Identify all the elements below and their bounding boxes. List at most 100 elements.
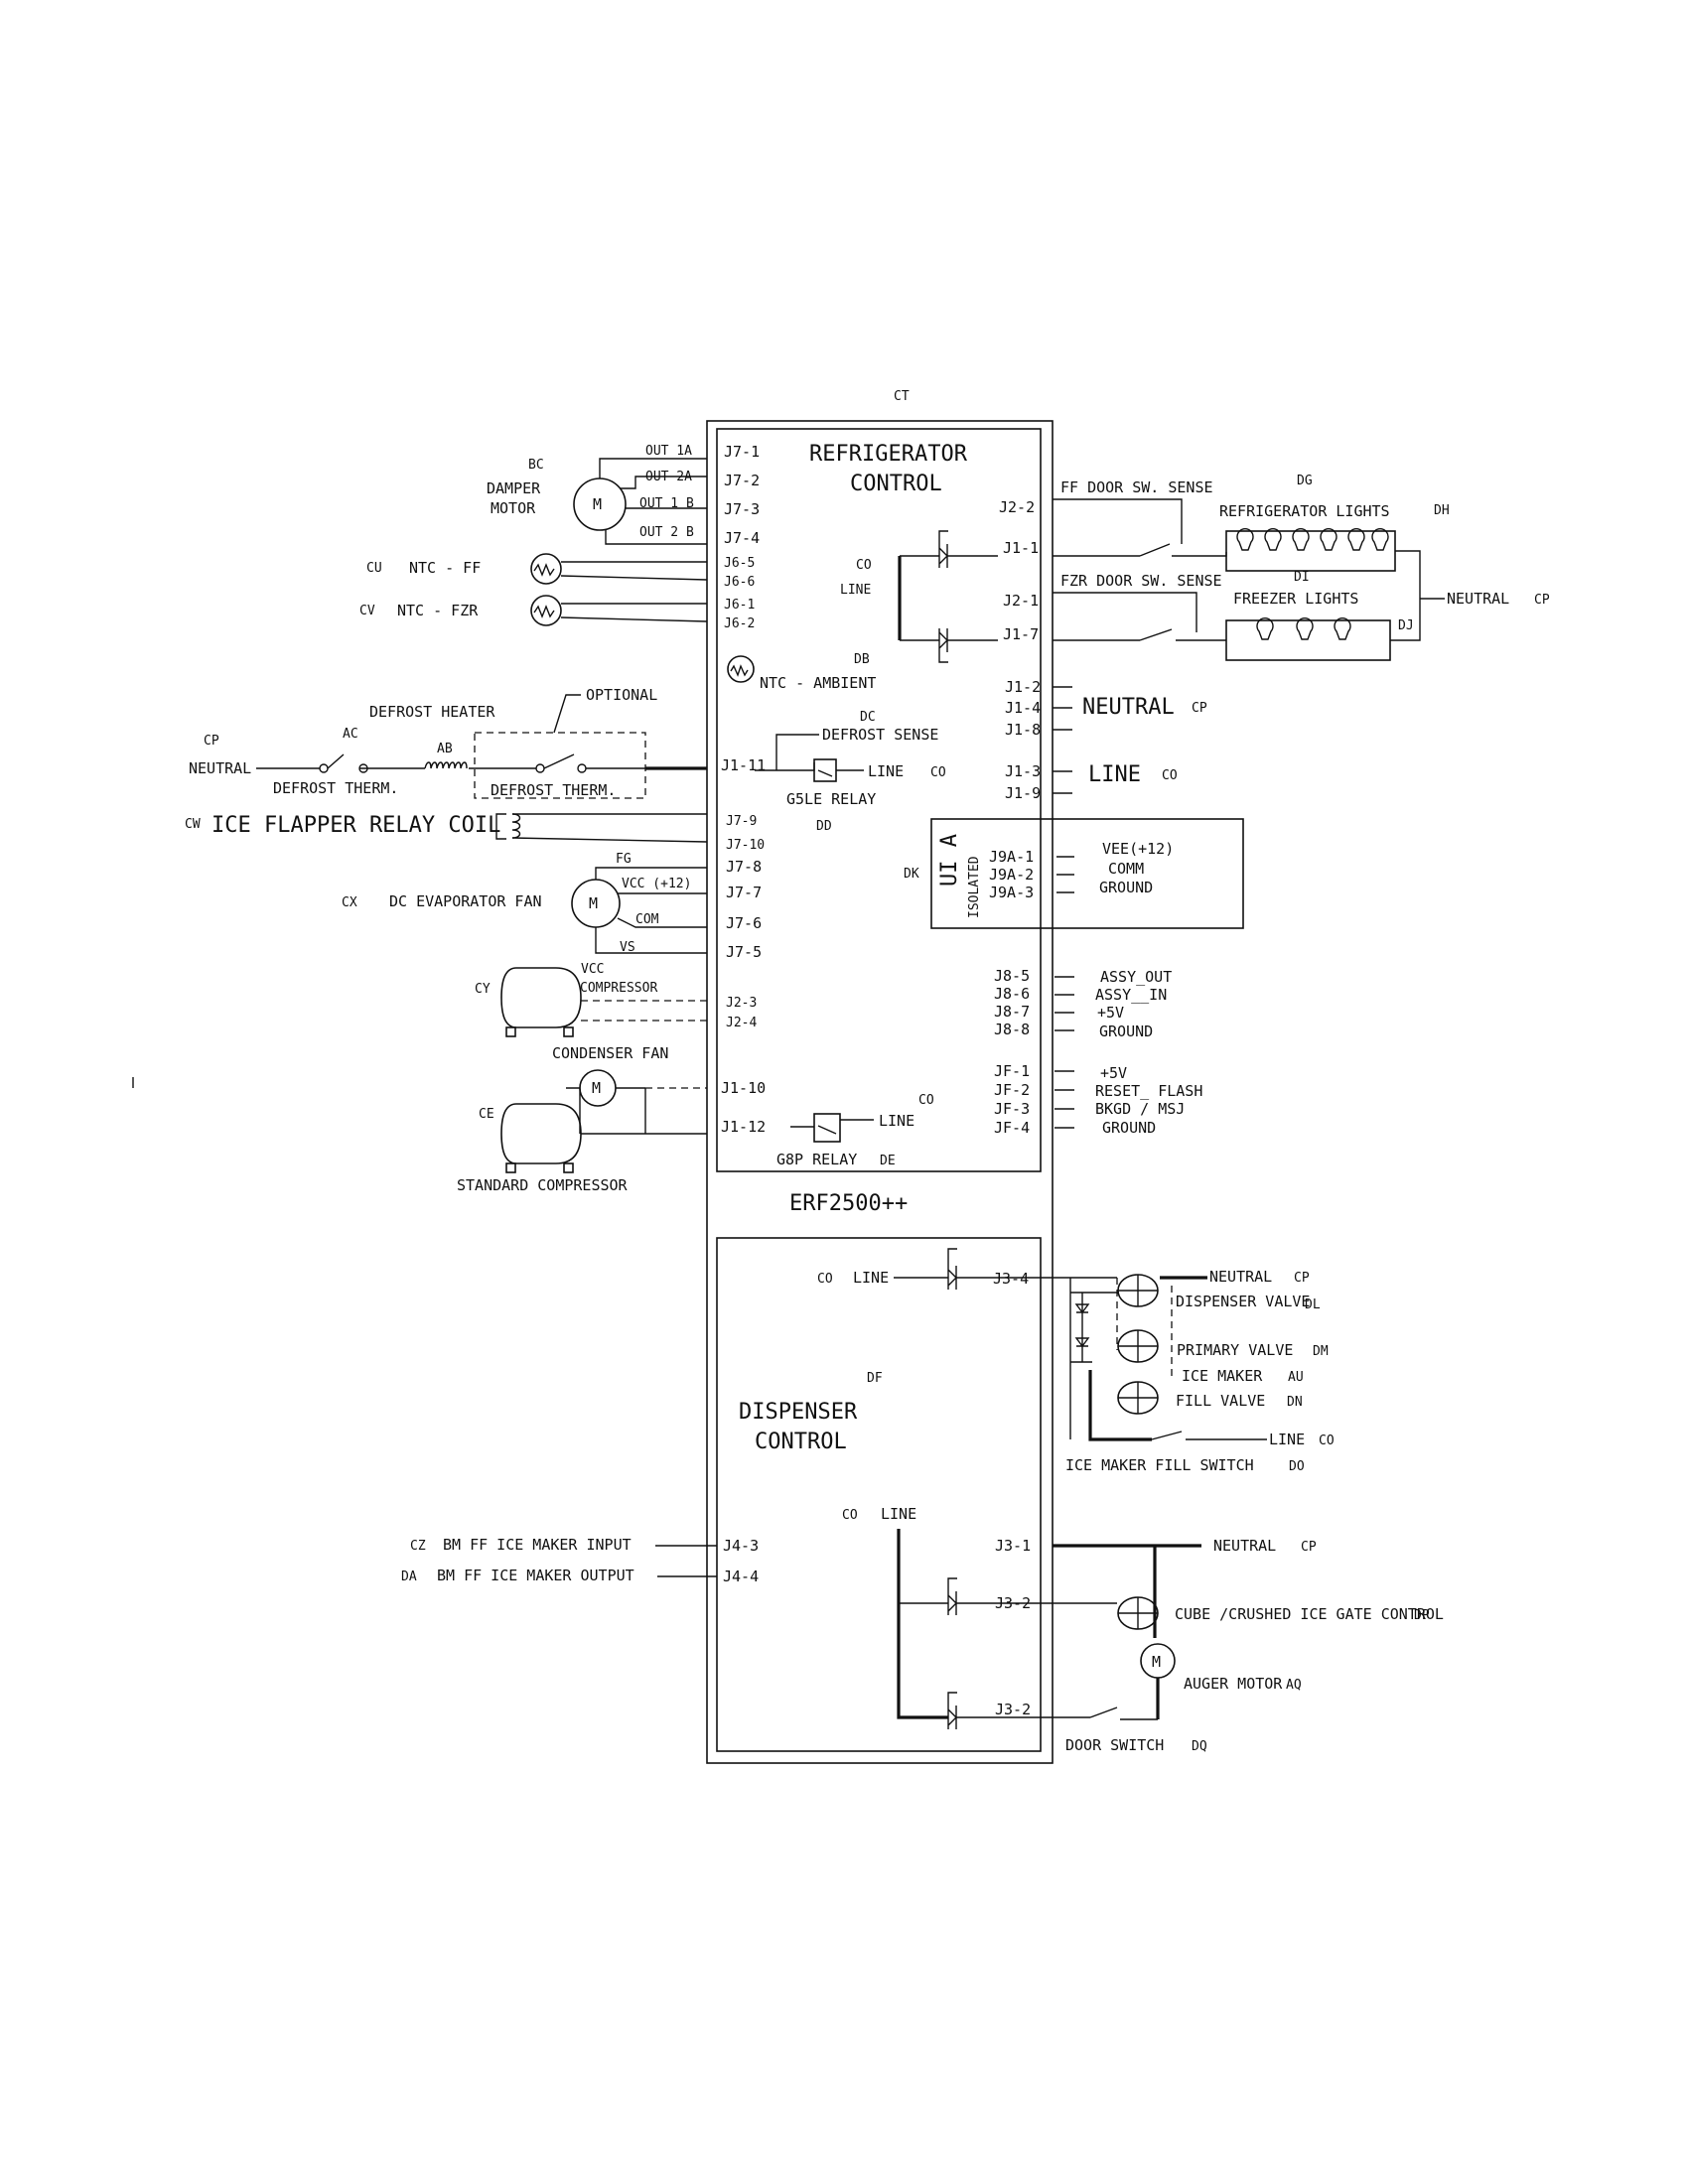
defrost-sense-label: DEFROST SENSE <box>822 726 938 744</box>
damper-wires <box>599 458 707 545</box>
pin-j3-4: J3-4 <box>993 1270 1029 1288</box>
cube-crushed-gate-icon <box>1117 1596 1159 1630</box>
bkgd-msj-label: BKGD / MSJ <box>1095 1100 1185 1118</box>
ref-dq: DQ <box>1192 1739 1207 1754</box>
ice-maker-fill-switch-label: ICE MAKER FILL SWITCH <box>1065 1456 1254 1474</box>
pin-j4-3: J4-3 <box>723 1537 759 1555</box>
ref-co-line: CO <box>856 558 872 573</box>
vs-label: VS <box>620 940 635 955</box>
ref-dl: DL <box>1305 1297 1321 1312</box>
fzr-door-sense-wire <box>1053 592 1197 632</box>
condenser-fan-m: M <box>592 1079 601 1097</box>
ref-ab: AB <box>437 742 453 756</box>
bm-output-label: BM FF ICE MAKER OUTPUT <box>437 1567 634 1584</box>
pin-jf-4: JF-4 <box>994 1119 1030 1137</box>
condenser-fan-wires <box>566 1087 646 1134</box>
standard-compressor-foot-1 <box>505 1162 516 1173</box>
door-switch-icon <box>1053 1706 1158 1720</box>
pin-j8-8: J8-8 <box>994 1021 1030 1038</box>
damper-motor-label-1: DAMPER <box>487 479 541 497</box>
valve-dotted-bus <box>1116 1278 1173 1380</box>
ref-cp-lights: CP <box>1534 593 1550 608</box>
fill-valve-icon <box>1117 1381 1159 1415</box>
pin-j7-2: J7-2 <box>724 472 760 489</box>
g8p-relay-label: G8P RELAY <box>776 1151 857 1168</box>
fill-valve-label: FILL VALVE <box>1176 1392 1265 1410</box>
neutral-defrost-label: NEUTRAL <box>189 759 251 777</box>
ref-dc: DC <box>860 710 876 725</box>
pin-j7-7: J7-7 <box>726 884 762 901</box>
pin-j1-1: J1-1 <box>1003 539 1039 557</box>
refrigerator-control-title-2: CONTROL <box>850 472 942 496</box>
defrost-heater-label: DEFROST HEATER <box>369 703 495 721</box>
pin-jf-1: JF-1 <box>994 1062 1030 1080</box>
ref-df: DF <box>867 1371 883 1386</box>
vcc-compressor-foot-1 <box>505 1026 516 1037</box>
neutral-j3-label: NEUTRAL <box>1213 1537 1276 1555</box>
ntc-fzr-thermistor-icon <box>530 595 562 626</box>
ref-cp-defrost: CP <box>204 734 219 749</box>
ref-cv: CV <box>359 604 375 618</box>
neutral-big-label: NEUTRAL <box>1082 695 1175 720</box>
assy-in-label: ASSY__IN <box>1095 986 1167 1004</box>
defrost-therm-contact-1 <box>319 763 329 773</box>
pin-j3-1: J3-1 <box>995 1537 1031 1555</box>
primary-valve-icon <box>1117 1329 1159 1363</box>
pin-j1-4: J1-4 <box>1005 699 1041 717</box>
ref-cy: CY <box>475 982 491 997</box>
defrost-therm-contact-3 <box>535 763 545 773</box>
defrost-heater-coil-icon <box>424 761 468 769</box>
ice-flapper-coil-icon <box>511 813 521 839</box>
vee12-label: VEE(+12) <box>1102 840 1174 858</box>
pin-j8-5: J8-5 <box>994 967 1030 985</box>
ref-dk: DK <box>904 867 919 882</box>
ff-door-sense-wire <box>1053 498 1183 544</box>
ref-cz: CZ <box>410 1539 426 1554</box>
vcc-compressor-wires <box>581 1000 707 1022</box>
pin-j6-6: J6-6 <box>724 575 755 590</box>
line-label-g8p: LINE <box>879 1112 914 1130</box>
reset-flash-label: RESET_ FLASH <box>1095 1082 1202 1100</box>
refrigerator-control-board <box>716 428 1042 1172</box>
ref-bc: BC <box>528 458 544 473</box>
pin-j8-6: J8-6 <box>994 985 1030 1003</box>
ground-label-ui: GROUND <box>1099 879 1153 896</box>
primary-valve-label: PRIMARY VALVE <box>1177 1341 1293 1359</box>
freezer-lights-box <box>1225 619 1391 661</box>
ref-co-linebig: CO <box>1162 768 1178 783</box>
dc-evap-fan-m: M <box>589 894 598 912</box>
ref-dp: DP <box>1414 1608 1430 1623</box>
refrigerator-lights-box <box>1225 530 1396 572</box>
ntc-ff-wires <box>560 561 708 581</box>
ui-a-pin-stubs <box>1056 856 1074 893</box>
assy-out-label: ASSY_OUT <box>1100 968 1172 986</box>
ref-co-g5le: CO <box>930 765 946 780</box>
ref-co-j3: CO <box>842 1508 858 1523</box>
line-label-fill: LINE <box>1269 1431 1305 1448</box>
ui-a-label: UI A <box>937 834 962 887</box>
dc-evap-fan-wires <box>595 867 707 954</box>
out-1a: OUT 1A <box>645 444 692 459</box>
ice-maker-fill-switch-wire <box>1088 1370 1152 1441</box>
board-outer-outline <box>706 420 1054 1764</box>
ref-co-g8p: CO <box>918 1093 934 1108</box>
triac-j1-7 <box>900 628 998 663</box>
dispenser-valve-label: DISPENSER VALVE <box>1176 1293 1310 1310</box>
dc-evap-fan-label: DC EVAPORATOR FAN <box>389 892 542 910</box>
door-switch-label: DOOR SWITCH <box>1065 1736 1164 1754</box>
ref-cx: CX <box>342 895 357 910</box>
dispenser-control-board <box>716 1237 1042 1752</box>
ref-cp-valve: CP <box>1294 1271 1310 1286</box>
ref-cp-j3: CP <box>1301 1540 1317 1555</box>
refrigerator-lights-label: REFRIGERATOR LIGHTS <box>1219 502 1390 520</box>
g8p-relay-contact <box>817 1119 874 1135</box>
line-label-j34: LINE <box>853 1269 889 1287</box>
pin-j2-2: J2-2 <box>999 498 1035 516</box>
line-big-label: LINE <box>1088 762 1141 787</box>
pin-j7-5: J7-5 <box>726 943 762 961</box>
diode-2-icon <box>1074 1326 1090 1362</box>
ui-a-isolated-box <box>930 818 1244 929</box>
plus5v-label-jf: +5V <box>1100 1064 1127 1082</box>
ice-maker-label: ICE MAKER <box>1182 1367 1263 1385</box>
